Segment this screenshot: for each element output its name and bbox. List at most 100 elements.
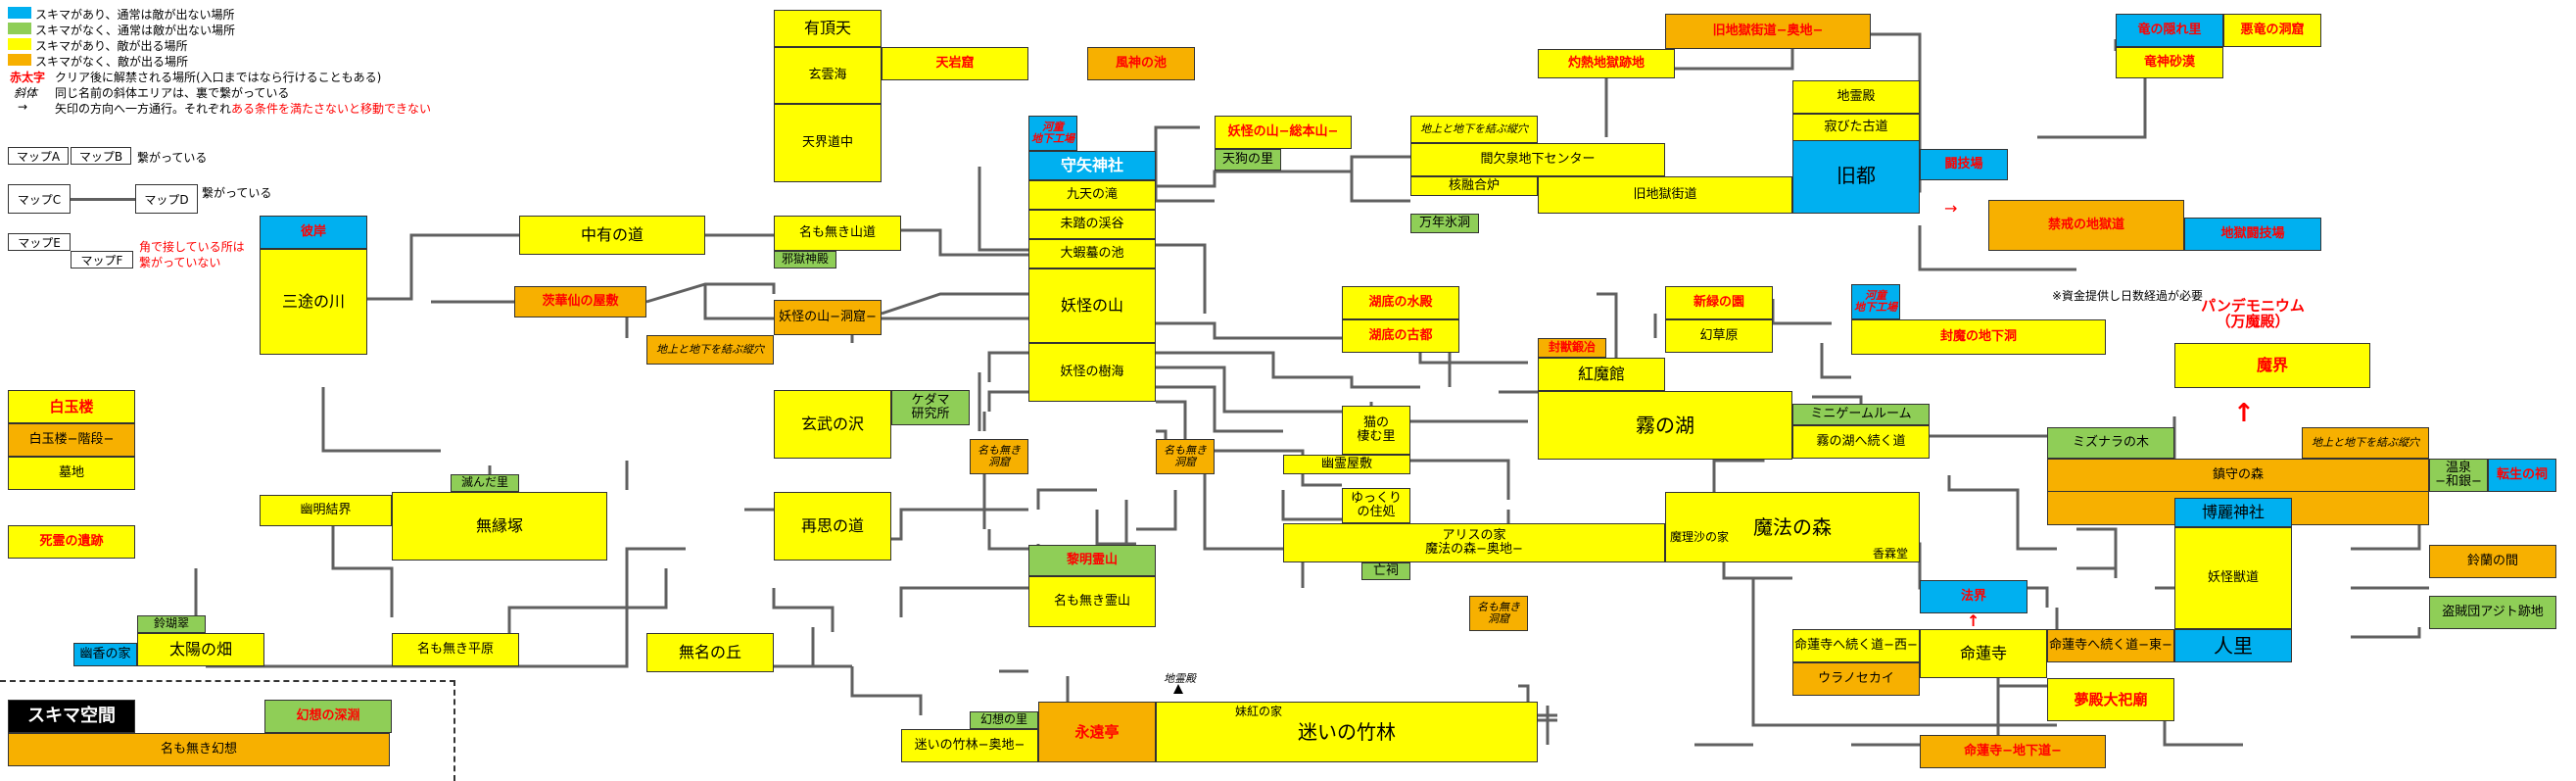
node-ryu[interactable]: 竜の隠れ里 [2116,14,2223,47]
node-muen[interactable]: 無縁塚 [392,492,607,561]
node-bourei[interactable]: 亡祠 [1361,562,1410,580]
node-myoren-west[interactable]: 命蓮寺へ続く道−西− [1792,629,1920,662]
node-kappa2[interactable]: 河童地下工場 [1851,284,1900,319]
node-kedama[interactable]: ケダマ研究所 [891,390,970,425]
node-ikoku[interactable]: 邪獄神殿 [774,251,836,268]
node-neko[interactable]: 猫の棲む里 [1342,406,1410,455]
node-jukai[interactable]: 妖怪の樹海 [1028,343,1156,402]
node-shouzan[interactable]: 鈴瑚翠 [137,615,206,633]
node-kiri[interactable]: 霧の湖 [1538,391,1792,460]
node-kyuto[interactable]: 旧都 [1792,137,1920,214]
node-suzunaan[interactable]: 鈴蘭の間 [2429,545,2556,578]
node-yurei[interactable]: 幽霊屋敷 [1283,455,1410,474]
node-nanashi-gensou[interactable]: 名も無き幻想 [8,733,390,766]
node-kyujigoku[interactable]: 旧地獄街道 [1538,176,1792,214]
node-myoren-chika[interactable]: 命蓮寺−地下道− [1920,735,2106,768]
node-yumei[interactable]: 幽明結界 [260,495,392,526]
node-mahou[interactable]: 魔法の森 [1665,492,1920,562]
node-shakunetsu[interactable]: 灼熱地獄跡地 [1538,49,1675,78]
node-mitsuro[interactable]: 未踏の渓谷 [1028,210,1156,239]
node-uchouten[interactable]: 有頂天 [774,10,882,47]
node-hokai[interactable]: 法界 [1920,580,2027,613]
node-moriya[interactable]: 守矢神社 [1028,151,1156,180]
node-minigame[interactable]: ミニゲームルーム [1792,404,1930,425]
node-bochi[interactable]: 墓地 [8,457,135,490]
node-tengu[interactable]: 天狗の里 [1215,149,1281,171]
node-koumakan[interactable]: 紅魔館 [1538,358,1665,391]
node-shinryoku[interactable]: 新緑の園 [1665,286,1773,319]
node-youkai-gaido[interactable]: 妖怪獣道 [2174,527,2292,629]
node-kanketsu[interactable]: 間欠泉地下センター [1410,143,1665,176]
node-kyuuten[interactable]: 九天の滝 [1028,180,1156,210]
node-hitozato[interactable]: 人里 [2174,629,2292,662]
node-tenganguu[interactable]: 天岩窟 [882,47,1028,80]
node-nanashi-sando[interactable]: 名も無き山道 [774,216,901,251]
node-kotei-to[interactable]: 湖底の古都 [1342,319,1459,353]
node-myoren-east[interactable]: 命蓮寺へ続く道−東− [2047,629,2174,662]
node-mayoi-oku[interactable]: 迷いの竹林−奥地− [901,729,1038,762]
node-genso[interactable]: 幻草原 [1665,319,1773,353]
node-sabi[interactable]: 寂びた古道 [1792,114,1920,141]
node-mannen[interactable]: 万年氷洞 [1410,214,1479,233]
node-kaku-sub[interactable]: 核融合炉 [1410,176,1538,196]
node-ch-up1[interactable]: 地上と地下を結ぶ縦穴 [1410,116,1538,143]
node-gensou-shinen[interactable]: 幻想の深淵 [264,700,392,733]
node-senka[interactable]: 茨華仙の屋敷 [514,286,646,317]
node-kotei-sui[interactable]: 湖底の水殿 [1342,286,1459,319]
node-reimei[interactable]: 黎明霊山 [1028,545,1156,576]
node-doukutsu[interactable]: 妖怪の山−洞窟− [774,300,882,335]
node-genunkai[interactable]: 玄雲海 [774,47,882,104]
node-nanashi-dou2[interactable]: 名も無き洞窟 [1156,439,1215,474]
node-pandemonium[interactable]: パンデモニウム（万魔殿） [2201,296,2305,330]
node-nanashi-dou1[interactable]: 名も無き洞窟 [970,439,1028,474]
node-alice-area[interactable]: アリスの家魔法の森−奥地− [1283,523,1665,562]
node-tougi[interactable]: 闘技場 [1920,149,2008,180]
node-fuunjin[interactable]: 封獣鍛冶 [1538,338,1606,358]
node-myoren[interactable]: 命蓮寺 [1920,629,2047,678]
node-tenkaimichi[interactable]: 天界道中 [774,104,882,182]
node-kiri-michi[interactable]: 霧の湖へ続く道 [1792,425,1930,459]
node-sanzu[interactable]: 三途の川 [260,249,367,355]
node-genso-sato[interactable]: 幻想の里 [970,711,1038,729]
node-nanashi-hei[interactable]: 名も無き平原 [392,633,519,666]
node-kyuji-oku[interactable]: 旧地獄街道−奥地− [1665,14,1871,49]
node-yukkuri[interactable]: ゆっくりの住処 [1342,488,1410,523]
node-mayoi[interactable]: 迷いの竹林 [1156,702,1538,762]
node-nanashi-rei[interactable]: 名も無き霊山 [1028,576,1156,627]
node-kinki[interactable]: 禁戒の地獄道 [1988,200,2184,251]
node-nanashi-dou3[interactable]: 名も無き洞窟 [1469,596,1528,631]
node-hakugyoku[interactable]: 白玉楼 [8,390,135,423]
node-higan[interactable]: 彼岸 [260,216,367,249]
node-shirei[interactable]: 死霊の遺跡 [8,525,135,559]
node-urano[interactable]: ウラノセカイ [1792,662,1920,696]
node-hakurei[interactable]: 博麗神社 [2174,498,2292,527]
node-eientei[interactable]: 永遠亭 [1038,702,1156,762]
node-ch-up2[interactable]: 地上と地下を結ぶ縦穴 [646,335,774,365]
node-saishi[interactable]: 再思の道 [774,492,891,561]
node-sohonzan[interactable]: 妖怪の山−総本山− [1215,116,1352,149]
node-fuujin[interactable]: 風神の池 [1087,47,1195,80]
node-hakugyoku-kai[interactable]: 白玉楼−階段− [8,423,135,457]
node-ryutai[interactable]: 竜神砂漠 [2116,47,2223,78]
node-fuuin[interactable]: 封魔の地下洞 [1851,319,2106,355]
node-chireiden[interactable]: 地霊殿 [1792,80,1920,114]
node-chigoku-tougi[interactable]: 地獄闘技場 [2184,218,2321,251]
node-horobi[interactable]: 滅んだ里 [451,474,519,492]
node-namonaki-oka[interactable]: 無名の丘 [646,633,774,672]
node-chuyu[interactable]: 中有の道 [519,216,705,255]
node-chinju[interactable]: 鎮守の森 [2047,459,2429,492]
node-ch-up3[interactable]: 地上と地下を結ぶ縦穴 [2302,427,2429,459]
node-mizuna[interactable]: ミズナラの木 [2047,427,2174,459]
node-genbu[interactable]: 玄武の沢 [774,390,891,459]
node-kappa-factory[interactable]: 河童地下工場 [1028,116,1077,151]
node-yuka[interactable]: 幽香の家 [73,643,137,666]
node-daigama[interactable]: 大蝦蟇の池 [1028,239,1156,268]
node-tensei[interactable]: 転生の祠 [2488,459,2556,492]
node-taiyou[interactable]: 太陽の畑 [137,633,264,666]
node-onsen[interactable]: 温泉−和銀− [2429,459,2488,492]
node-yume[interactable]: 夢殿大祀廟 [2047,678,2174,721]
node-akuryu[interactable]: 悪竜の洞窟 [2223,14,2321,47]
node-touzoku[interactable]: 盗賊団アジト跡地 [2429,596,2556,629]
node-youkai-mt[interactable]: 妖怪の山 [1028,268,1156,343]
node-makai[interactable]: 魔界 [2174,343,2370,388]
